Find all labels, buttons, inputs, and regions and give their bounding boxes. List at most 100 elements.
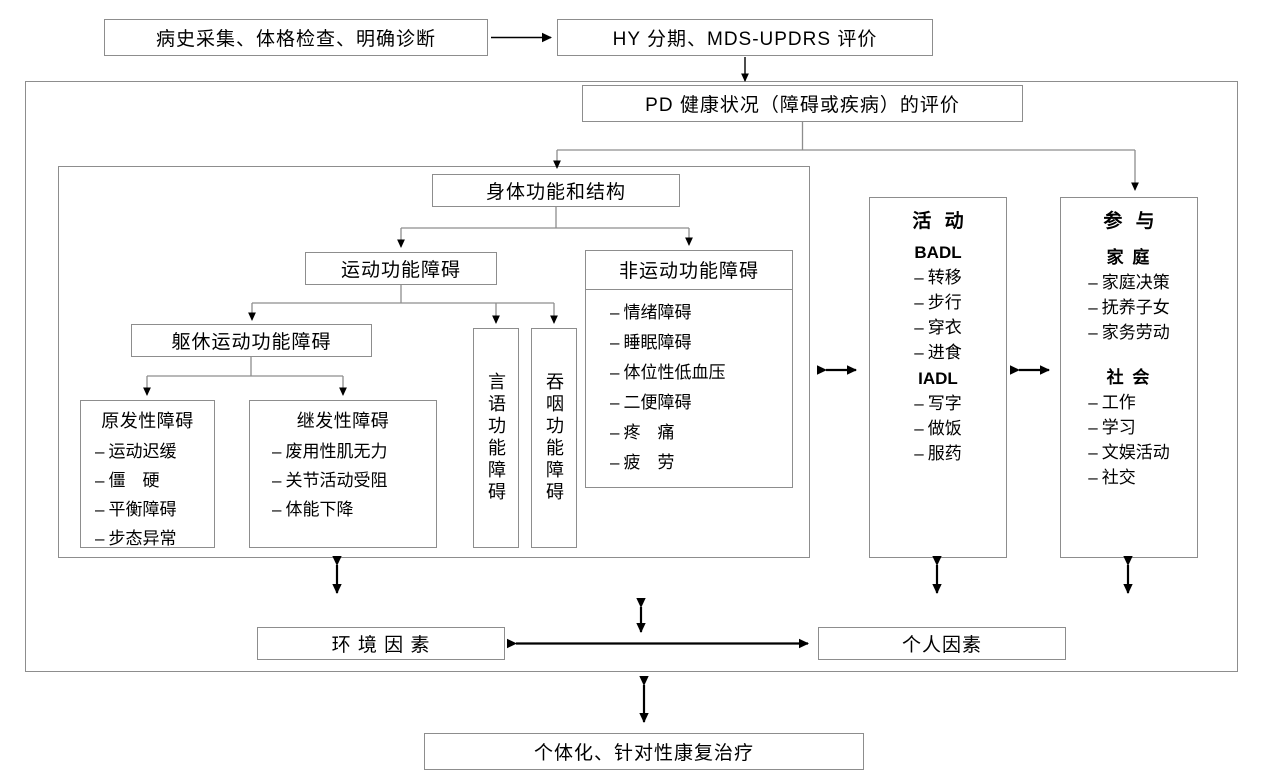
list-item: –僵 硬 [95,466,176,495]
panel-participation[interactable]: 参 与 家 庭 –家庭决策 –抚养子女 –家务劳动 社 会 –工作 –学习 –文… [1060,197,1198,558]
bullet-dash: – [914,444,924,463]
list-item-label: 关节活动受阻 [285,471,388,490]
panel-activity-title: 活 动 [912,211,968,232]
list-item-label: 二便障碍 [623,393,692,412]
bullet-dash: – [95,471,105,490]
panel-participation-title: 参 与 [1103,211,1159,232]
panel-participation-group-family-label: 家 庭 [1106,248,1152,267]
box-speech-dysfunction-label: 言语功能障碍 [486,372,506,504]
participation-social-list: –工作 –学习 –文娱活动 –社交 [1088,390,1169,490]
list-item: –家务劳动 [1088,320,1169,345]
box-secondary-impairment-title: 继发性障碍 [296,411,390,431]
list-item-label: 体能下降 [285,500,354,519]
box-non-motor-dysfunction-title: 非运动功能障碍 [586,251,792,290]
list-item-label: 步态异常 [108,529,177,548]
list-item-label: 疼 痛 [623,423,675,442]
list-item-label: 社交 [1101,468,1136,487]
list-item-label: 睡眠障碍 [623,333,692,352]
box-body-function-structure[interactable]: 身体功能和结构 [432,174,680,207]
box-personal-factors[interactable]: 个人因素 [818,627,1066,660]
bullet-dash: – [1088,393,1098,412]
box-environmental-factors[interactable]: 环 境 因 素 [257,627,505,660]
list-item: –睡眠障碍 [610,328,725,358]
list-item-label: 情绪障碍 [623,303,692,322]
box-hy-staging-label: HY 分期、MDS-UPDRS 评价 [612,29,878,50]
box-non-motor-dysfunction[interactable]: 非运动功能障碍 –情绪障碍 –睡眠障碍 –体位性低血压 –二便障碍 –疼 痛 –… [585,250,793,488]
box-pd-health-status[interactable]: PD 健康状况（障碍或疾病）的评价 [582,85,1023,122]
box-pd-health-status-label: PD 健康状况（障碍或疾病）的评价 [645,95,960,116]
list-item-label: 抚养子女 [1101,298,1170,317]
box-rehabilitation-outcome[interactable]: 个体化、针对性康复治疗 [424,733,864,770]
list-item: –废用性肌无力 [272,437,387,466]
box-body-function-structure-label: 身体功能和结构 [485,182,626,203]
panel-activity-group-badl-label: BADL [914,243,962,262]
icf-outer-container [25,81,1238,672]
list-item: –疲 劳 [610,448,725,478]
bullet-dash: – [914,394,924,413]
box-primary-impairment[interactable]: 原发性障碍 –运动迟缓 –僵 硬 –平衡障碍 –步态异常 [80,400,215,548]
bullet-dash: – [95,442,105,461]
box-speech-dysfunction[interactable]: 言语功能障碍 [473,328,519,548]
list-item-label: 做饭 [927,419,962,438]
bullet-dash: – [914,419,924,438]
list-item: –进食 [914,340,961,365]
box-primary-impairment-title: 原发性障碍 [101,411,194,431]
list-item-label: 疲 劳 [623,453,675,472]
list-item: –家庭决策 [1088,270,1169,295]
bullet-dash: – [272,442,282,461]
list-item-label: 进食 [927,343,962,362]
bullet-dash: – [914,268,924,287]
bullet-dash: – [95,529,105,548]
list-item: –体能下降 [272,495,387,524]
list-item-label: 步行 [927,293,962,312]
panel-activity[interactable]: 活 动 BADL –转移 –步行 –穿衣 –进食 IADL –写字 –做饭 –服… [869,197,1007,558]
bullet-dash: – [272,500,282,519]
box-motor-dysfunction[interactable]: 运动功能障碍 [305,252,497,285]
box-rehabilitation-outcome-label: 个体化、针对性康复治疗 [533,743,754,764]
list-item: –社交 [1088,465,1169,490]
list-item-label: 穿衣 [927,318,962,337]
list-item: –学习 [1088,415,1169,440]
list-item-label: 服药 [927,444,962,463]
primary-impairment-list: –运动迟缓 –僵 硬 –平衡障碍 –步态异常 [95,437,176,553]
list-item: –做饭 [914,416,961,441]
list-item: –写字 [914,391,961,416]
list-item-label: 写字 [927,394,962,413]
list-item: –运动迟缓 [95,437,176,466]
list-item: –体位性低血压 [610,358,725,388]
list-item-label: 体位性低血压 [623,363,726,382]
activity-badl-list: –转移 –步行 –穿衣 –进食 [914,265,961,365]
list-item: –转移 [914,265,961,290]
box-history-taking[interactable]: 病史采集、体格检查、明确诊断 [104,19,488,56]
box-personal-factors-label: 个人因素 [901,635,982,656]
bullet-dash: – [610,303,620,322]
bullet-dash: – [1088,443,1098,462]
box-history-taking-label: 病史采集、体格检查、明确诊断 [155,29,436,50]
box-trunk-limb-motor-dysfunction[interactable]: 躯休运动功能障碍 [131,324,372,357]
list-item: –关节活动受阻 [272,466,387,495]
box-secondary-impairment[interactable]: 继发性障碍 –废用性肌无力 –关节活动受阻 –体能下降 [249,400,437,548]
list-item-label: 家庭决策 [1101,273,1170,292]
secondary-impairment-list: –废用性肌无力 –关节活动受阻 –体能下降 [272,437,387,524]
bullet-dash: – [272,471,282,490]
bullet-dash: – [610,333,620,352]
list-item-label: 运动迟缓 [108,442,177,461]
bullet-dash: – [95,500,105,519]
box-motor-dysfunction-label: 运动功能障碍 [340,260,461,281]
bullet-dash: – [1088,298,1098,317]
box-swallow-dysfunction[interactable]: 吞咽功能障碍 [531,328,577,548]
bullet-dash: – [914,343,924,362]
bullet-dash: – [1088,468,1098,487]
bullet-dash: – [1088,418,1098,437]
list-item: –疼 痛 [610,418,725,448]
list-item-label: 工作 [1101,393,1136,412]
list-item-label: 僵 硬 [108,471,160,490]
bullet-dash: – [1088,273,1098,292]
body-function-container [58,166,810,558]
list-item: –平衡障碍 [95,495,176,524]
box-hy-staging[interactable]: HY 分期、MDS-UPDRS 评价 [557,19,933,56]
bullet-dash: – [914,293,924,312]
box-swallow-dysfunction-label: 吞咽功能障碍 [544,372,564,504]
list-item: –工作 [1088,390,1169,415]
list-item: –二便障碍 [610,388,725,418]
